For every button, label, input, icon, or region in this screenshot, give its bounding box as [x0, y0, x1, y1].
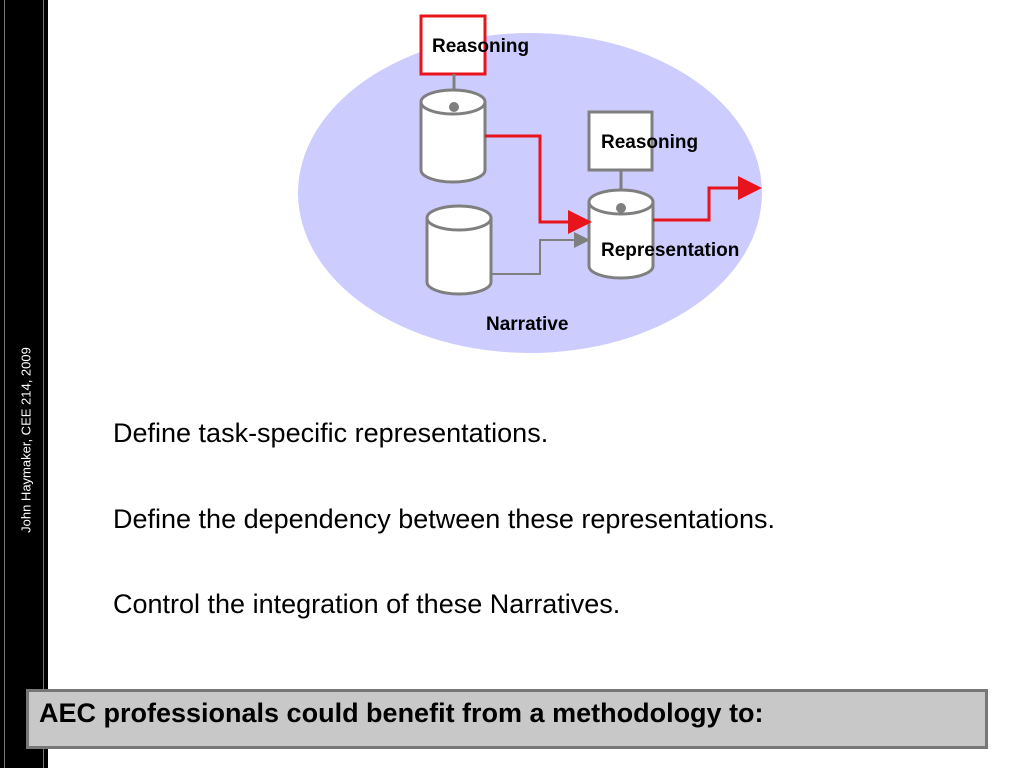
bullet-item: Define task-specific representations.: [113, 418, 549, 448]
connector-dot: [616, 203, 626, 213]
red-output-arrow: [653, 176, 762, 222]
red-dependency-arrow: [485, 134, 592, 234]
summary-banner: AEC professionals could benefit from a m…: [26, 689, 988, 749]
sidebar-border: [4, 0, 44, 768]
reasoning-label-right: Reasoning: [601, 132, 698, 153]
narrative-ellipse: [298, 33, 762, 353]
database-cylinder-icon: [419, 88, 487, 184]
database-cylinder-icon: [587, 188, 655, 280]
bullet-item: Define the dependency between these repr…: [113, 504, 775, 534]
banner-text: AEC professionals could benefit from a m…: [39, 698, 764, 728]
narrative-label: Narrative: [486, 314, 568, 335]
reasoning-label-top: Reasoning: [432, 36, 529, 57]
representation-label: Representation: [601, 240, 739, 261]
bullet-item: Control the integration of these Narrati…: [113, 589, 621, 619]
database-cylinder-icon: [425, 204, 493, 296]
author-credit: John Haymaker, CEE 214, 2009: [18, 347, 34, 533]
sidebar: John Haymaker, CEE 214, 2009: [0, 0, 48, 768]
connector-dot: [449, 102, 459, 112]
reasoning-box-right: [587, 110, 654, 172]
gray-dependency-arrow: [491, 232, 590, 275]
reasoning-box-top: [419, 14, 487, 76]
narrative-diagram: Reasoning Reasoning Representation Narra…: [298, 14, 762, 353]
